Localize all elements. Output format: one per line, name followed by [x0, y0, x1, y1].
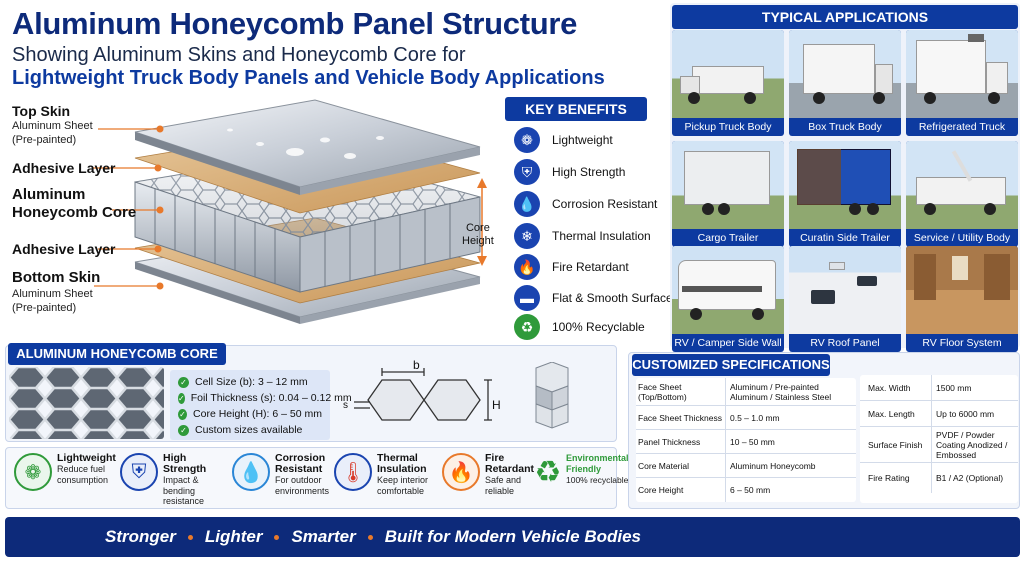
- key-benefits-heading: KEY BENEFITS: [505, 97, 647, 121]
- rv-roof-panel-image: [789, 246, 901, 334]
- table-row: Face Sheet Thickness 0.5 – 1.0 mm: [636, 406, 856, 430]
- recycle-icon: ♻: [514, 314, 540, 340]
- app-card-service-body: Service / Utility Body: [906, 141, 1018, 247]
- snowflake-icon: ❄: [514, 223, 540, 249]
- droplet-icon: 💧: [514, 191, 540, 217]
- feather-icon: ❁: [14, 453, 52, 491]
- benefit-item: ▬ Flat & Smooth Surface: [514, 284, 673, 312]
- app-card-refrigerated: Refrigerated Truck: [906, 30, 1018, 136]
- leader-lines: [92, 125, 164, 290]
- feather-icon: ❁: [514, 127, 540, 153]
- bottom-skin-label: Bottom Skin: [12, 269, 101, 286]
- subtitle-line-2: Lightweight Truck Body Panels and Vehicl…: [12, 67, 605, 89]
- cell-dimension-drawing: [354, 368, 492, 421]
- top-skin-label-group: Top Skin Aluminum Sheet (Pre-painted): [12, 103, 93, 146]
- core-sample-3d-image: [535, 362, 569, 429]
- table-row: Core Material Aluminum Honeycomb: [636, 454, 856, 478]
- recycle-icon: ♻: [534, 455, 562, 489]
- bullet-dot: [367, 534, 373, 540]
- water-droplets: [227, 128, 384, 159]
- table-row: Fire Rating B1 / A2 (Optional): [860, 463, 1018, 493]
- app-card-rv-side-wall: RV / Camper Side Wall: [672, 246, 784, 352]
- strip-item: 💧 Corrosion Resistant For outdoor enviro…: [232, 453, 332, 503]
- thermometer-icon: 🌡: [334, 453, 372, 491]
- table-row: Panel Thickness 10 – 50 mm: [636, 430, 856, 454]
- bullet-dot: [187, 534, 193, 540]
- adhesive-bottom-label: Adhesive Layer: [12, 241, 116, 257]
- check-icon: ✓: [178, 376, 189, 388]
- spec-table-right: Max. Width 1500 mm Max. Length Up to 600…: [860, 375, 1018, 503]
- app-card-curtain-trailer: Curatin Side Trailer: [789, 141, 901, 247]
- page-title: Aluminum Honeycomb Panel Structure: [12, 6, 578, 41]
- strip-item: 🔥 Fire Retardant Safe and reliable: [442, 453, 534, 503]
- benefit-item: 💧 Corrosion Resistant: [514, 190, 657, 218]
- benefit-item: ❄ Thermal Insulation: [514, 222, 651, 250]
- refrigerated-truck-image: [906, 30, 1018, 118]
- specifications-heading: CUSTOMIZED SPECIFICATIONS: [632, 354, 830, 376]
- app-card-rv-roof: RV Roof Panel: [789, 246, 901, 352]
- dim-h-label: H: [492, 398, 501, 412]
- check-icon: ✓: [178, 408, 188, 420]
- top-skin-label: Top Skin: [12, 103, 71, 119]
- core-height-arrow: [477, 178, 487, 266]
- droplet-icon: 💧: [232, 453, 270, 491]
- table-row: Face Sheet (Top/Bottom) Aluminum / Pre-p…: [636, 378, 856, 406]
- core-label-group: Aluminum Honeycomb Core: [12, 186, 137, 221]
- strip-item: 🌡 Thermal Insulation Keep interior comfo…: [334, 453, 434, 503]
- app-card-box-truck: Box Truck Body: [789, 30, 901, 136]
- spec-table-left: Face Sheet (Top/Bottom) Aluminum / Pre-p…: [636, 378, 856, 502]
- core-height-label: Core Height: [462, 222, 494, 247]
- table-row: Core Height 6 – 50 mm: [636, 478, 856, 502]
- flame-icon: 🔥: [442, 453, 480, 491]
- subtitle-line-1: Showing Aluminum Skins and Honeycomb Cor…: [12, 44, 466, 66]
- check-icon: ✓: [178, 424, 189, 436]
- rv-floor-system-image: [906, 246, 1018, 334]
- pickup-truck-image: [672, 30, 784, 118]
- applications-heading: TYPICAL APPLICATIONS: [672, 5, 1018, 29]
- strip-item: ❁ Lightweight Reduce fuel consumption: [14, 453, 116, 503]
- table-row: Max. Width 1500 mm: [860, 375, 1018, 401]
- cargo-trailer-image: [672, 141, 784, 229]
- strip-item: ♻ Environmentally Friendly 100% recyclab…: [532, 453, 636, 503]
- rv-camper-image: [672, 246, 784, 334]
- benefit-item: ⛨ High Strength: [514, 158, 625, 186]
- footer-word-1: Stronger: [105, 527, 176, 546]
- honeycomb-closeup-image: [9, 367, 164, 439]
- app-card-rv-floor: RV Floor System: [906, 246, 1018, 352]
- core-heading: ALUMINUM HONEYCOMB CORE: [8, 343, 226, 365]
- box-truck-image: [789, 30, 901, 118]
- bullet-dot: [274, 534, 280, 540]
- bottom-skin-label-group: Bottom Skin Aluminum Sheet (Pre-painted): [12, 269, 101, 314]
- app-card-cargo-trailer: Cargo Trailer: [672, 141, 784, 247]
- table-row: Surface Finish PVDF / Powder Coating Ano…: [860, 427, 1018, 463]
- shield-icon: ⛨: [120, 453, 158, 491]
- core-spec-list: ✓Cell Size (b): 3 – 12 mm ✓Foil Thicknes…: [170, 370, 352, 440]
- benefits-strip: [5, 447, 617, 509]
- curtain-side-trailer-image: [789, 141, 901, 229]
- benefit-item: 🔥 Fire Retardant: [514, 253, 629, 281]
- footer-word-2: Lighter: [204, 527, 263, 546]
- benefit-item: ❁ Lightweight: [514, 126, 613, 154]
- strip-item: ⛨ High Strength Impact & bending resista…: [120, 453, 230, 506]
- adhesive-top-label: Adhesive Layer: [12, 160, 116, 176]
- footer-banner: Stronger Lighter Smarter Built for Moder…: [5, 517, 1020, 557]
- check-icon: ✓: [178, 392, 185, 404]
- footer-word-3: Smarter: [291, 527, 356, 546]
- table-row: Max. Length Up to 6000 mm: [860, 401, 1018, 427]
- flame-icon: 🔥: [514, 254, 540, 280]
- benefit-item: ♻ 100% Recyclable: [514, 313, 645, 341]
- surface-icon: ▬: [514, 285, 540, 311]
- dim-b-label: b: [413, 358, 420, 372]
- service-utility-body-image: [906, 141, 1018, 229]
- footer-tagline: Built for Modern Vehicle Bodies: [384, 527, 642, 546]
- shield-icon: ⛨: [514, 159, 540, 185]
- panel-exploded-illustration: [134, 99, 487, 324]
- app-card-pickup: Pickup Truck Body: [672, 30, 784, 136]
- dim-s-label: s: [343, 400, 348, 411]
